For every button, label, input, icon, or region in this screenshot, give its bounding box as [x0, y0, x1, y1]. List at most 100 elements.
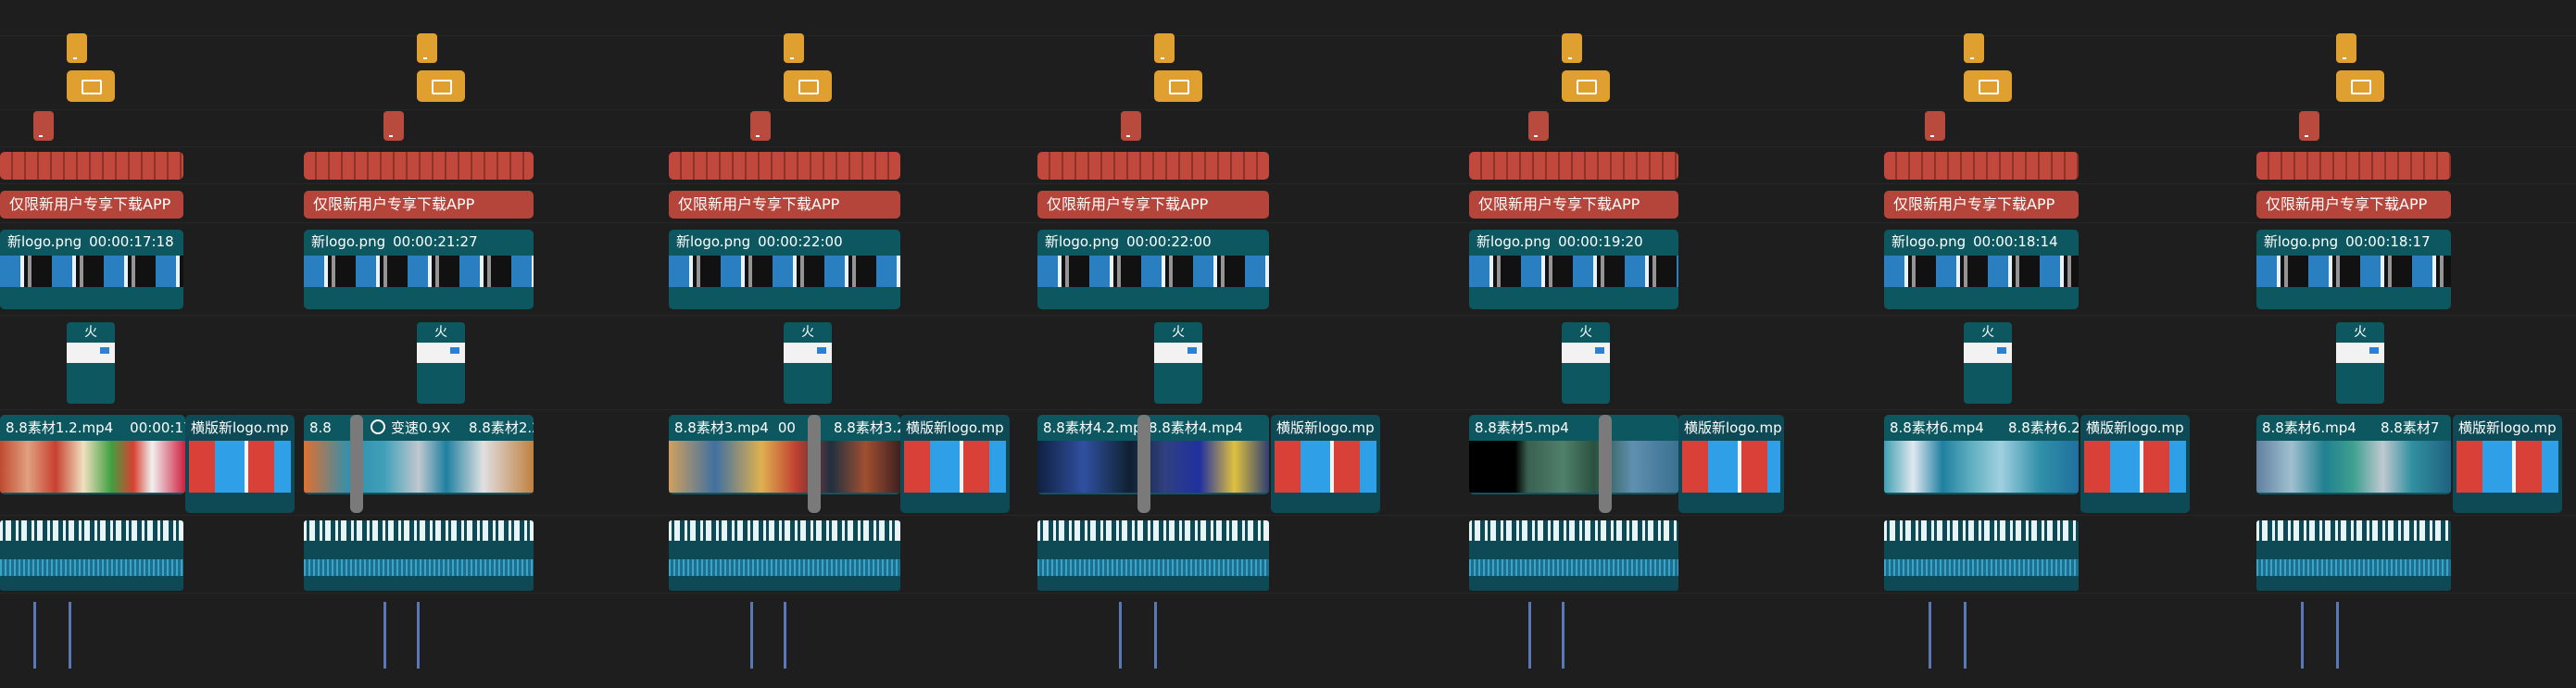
- video-clip-name-2: 8.8素材4.mp4: [1149, 419, 1243, 436]
- audio-clip[interactable]: [1469, 520, 1678, 591]
- logo-clip[interactable]: 横版新logo.mp: [1271, 415, 1380, 513]
- effect-clip[interactable]: [1154, 70, 1202, 102]
- effect-clip-small[interactable]: [784, 33, 804, 63]
- marker[interactable]: [1964, 602, 1967, 669]
- marker[interactable]: [417, 602, 420, 669]
- sticker-clip-small[interactable]: [383, 111, 404, 141]
- marker[interactable]: [383, 602, 386, 669]
- mini-clip[interactable]: 火: [1154, 322, 1202, 404]
- marker[interactable]: [2301, 602, 2304, 669]
- text-clip-row[interactable]: [669, 152, 900, 180]
- marker[interactable]: [784, 602, 786, 669]
- logo-clip-name: 横版新logo.mp: [1276, 419, 1375, 436]
- mini-clip[interactable]: 火: [1964, 322, 2012, 404]
- sticker-clip-small[interactable]: [1121, 111, 1141, 141]
- sticker-clip-small[interactable]: [1528, 111, 1549, 141]
- audio-clip[interactable]: [0, 520, 183, 591]
- marker[interactable]: [1154, 602, 1157, 669]
- marker[interactable]: [1119, 602, 1122, 669]
- logo-clip[interactable]: 横版新logo.mp: [185, 415, 295, 513]
- text-clip-row[interactable]: [1469, 152, 1678, 180]
- speed-label: 变速0.9X: [391, 419, 451, 436]
- clip-trim-handle[interactable]: [1599, 415, 1612, 513]
- marker[interactable]: [1929, 602, 1931, 669]
- audio-clip[interactable]: [1037, 520, 1269, 591]
- clip-trim-handle[interactable]: [808, 415, 821, 513]
- effect-clip-small[interactable]: [1154, 33, 1175, 63]
- mini-clip[interactable]: 火: [417, 322, 465, 404]
- marker[interactable]: [33, 602, 36, 669]
- marker[interactable]: [750, 602, 753, 669]
- text-clip-row[interactable]: [2256, 152, 2451, 180]
- mini-clip[interactable]: 火: [1562, 322, 1610, 404]
- effect-clip[interactable]: [417, 70, 465, 102]
- sticker-clip-small[interactable]: [2299, 111, 2319, 141]
- image-clip-duration: 00:00:22:00: [1126, 233, 1212, 250]
- effect-clip-small[interactable]: [1964, 33, 1984, 63]
- text-clip-row[interactable]: [0, 152, 183, 180]
- video-clip[interactable]: 8.8 变速0.9X 8.8素材2.2: [304, 415, 534, 494]
- logo-clip[interactable]: 横版新logo.mp: [2453, 415, 2562, 513]
- sticker-clip-small[interactable]: [33, 111, 54, 141]
- audio-clip[interactable]: [304, 520, 534, 591]
- sticker-clip-small[interactable]: [1925, 111, 1945, 141]
- audio-clip[interactable]: [1884, 520, 2079, 591]
- logo-clip[interactable]: 横版新logo.mp: [2080, 415, 2190, 513]
- text-clip-row[interactable]: [304, 152, 534, 180]
- text-clip[interactable]: 仅限新用户专享下载APP: [0, 191, 183, 219]
- effect-clip-small[interactable]: [2336, 33, 2356, 63]
- mini-clip[interactable]: 火: [67, 322, 115, 404]
- marker[interactable]: [1562, 602, 1564, 669]
- mini-clip[interactable]: 火: [784, 322, 832, 404]
- logo-clip-name: 横版新logo.mp: [191, 419, 289, 436]
- effect-clip-small[interactable]: [417, 33, 437, 63]
- effect-clip[interactable]: [2336, 70, 2384, 102]
- logo-clip[interactable]: 横版新logo.mp: [900, 415, 1010, 513]
- text-clip[interactable]: 仅限新用户专享下载APP: [669, 191, 900, 219]
- text-clip[interactable]: 仅限新用户专享下载APP: [1037, 191, 1269, 219]
- text-clip[interactable]: 仅限新用户专享下载APP: [304, 191, 534, 219]
- clip-trim-handle[interactable]: [350, 415, 363, 513]
- track-divider: [0, 222, 2576, 223]
- marker[interactable]: [1528, 602, 1531, 669]
- text-clip[interactable]: 仅限新用户专享下载APP: [1469, 191, 1678, 219]
- audio-clip[interactable]: [669, 520, 900, 591]
- effect-clip-small[interactable]: [67, 33, 87, 63]
- mini-clip-label: 火: [2354, 325, 2367, 340]
- text-clip[interactable]: 仅限新用户专享下载APP: [1884, 191, 2079, 219]
- clip-trim-handle[interactable]: [1137, 415, 1150, 513]
- video-clip-duration: 00: [777, 419, 796, 436]
- effect-clip[interactable]: [784, 70, 832, 102]
- video-clip[interactable]: 8.8素材5.mp4: [1469, 415, 1678, 494]
- logo-clip-name: 横版新logo.mp: [2086, 419, 2184, 436]
- mini-clip[interactable]: 火: [2336, 322, 2384, 404]
- audio-clip[interactable]: [2256, 520, 2451, 591]
- logo-clip[interactable]: 横版新logo.mp: [1678, 415, 1784, 513]
- effect-clip[interactable]: [67, 70, 115, 102]
- image-clip-duration: 00:00:17:18: [89, 233, 174, 250]
- marker[interactable]: [2336, 602, 2339, 669]
- effect-clip[interactable]: [1964, 70, 2012, 102]
- marker[interactable]: [69, 602, 71, 669]
- effect-clip-small[interactable]: [1562, 33, 1582, 63]
- sticker-clip-small[interactable]: [750, 111, 771, 141]
- text-clip-row[interactable]: [1037, 152, 1269, 180]
- text-clip-row[interactable]: [1884, 152, 2079, 180]
- effect-clip[interactable]: [1562, 70, 1610, 102]
- video-thumbnail-strip: [1037, 441, 1269, 493]
- text-clip[interactable]: 仅限新用户专享下载APP: [2256, 191, 2451, 219]
